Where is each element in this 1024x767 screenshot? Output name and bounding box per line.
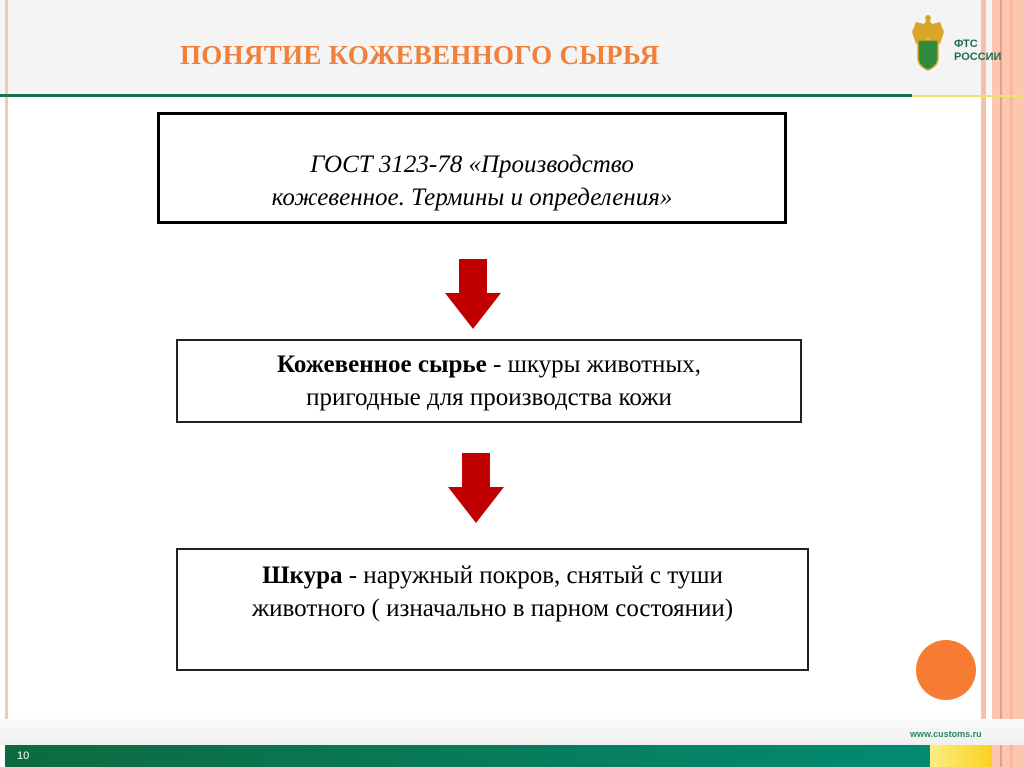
footer-accent xyxy=(930,745,992,767)
logo-text-line: РОССИИ xyxy=(954,51,1002,63)
decor-stripe-right xyxy=(992,0,1024,767)
decor-stripe-left xyxy=(5,0,8,767)
decor-stripe-right xyxy=(981,0,986,767)
eagle-emblem-icon xyxy=(912,15,944,71)
slide-header xyxy=(0,0,1024,95)
slide-title: ПОНЯТИЕ КОЖЕВЕННОГО СЫРЬЯ xyxy=(180,40,660,70)
term: Кожевенное сырье xyxy=(277,351,487,378)
definition: животного ( изначально в парном состояни… xyxy=(251,595,734,622)
fts-logo: ФТС РОССИИ xyxy=(910,14,1010,74)
decor-stripe-right xyxy=(1010,0,1013,767)
gost-line: ГОСТ 3123-78 «Производство xyxy=(310,151,634,178)
footer-bar: 10 xyxy=(5,745,930,767)
footer-band xyxy=(0,719,1024,745)
header-rule-accent xyxy=(912,95,1024,97)
page-number: 10 xyxy=(17,750,30,762)
definition: - наружный покров, снятый с туши xyxy=(342,562,723,589)
gost-line: кожевенное. Термины и определения» xyxy=(271,184,673,211)
raw-material-box: Кожевенное сырье - шкуры животных, приго… xyxy=(176,339,802,423)
decor-circle xyxy=(916,640,976,700)
definition: - шкуры животных, xyxy=(486,351,701,378)
decor-stripe-right xyxy=(1000,0,1002,767)
arrow-down-icon xyxy=(445,259,501,329)
gost-box: ГОСТ 3123-78 «Производство кожевенное. Т… xyxy=(157,112,787,224)
website-url: www.customs.ru xyxy=(910,729,982,739)
arrow-down-icon xyxy=(448,453,504,523)
term: Шкура xyxy=(262,562,343,589)
skin-box: Шкура - наружный покров, снятый с туши ж… xyxy=(176,548,809,671)
logo-text-line: ФТС xyxy=(954,38,978,50)
definition: пригодные для производства кожи xyxy=(306,384,672,411)
header-rule xyxy=(0,94,912,97)
